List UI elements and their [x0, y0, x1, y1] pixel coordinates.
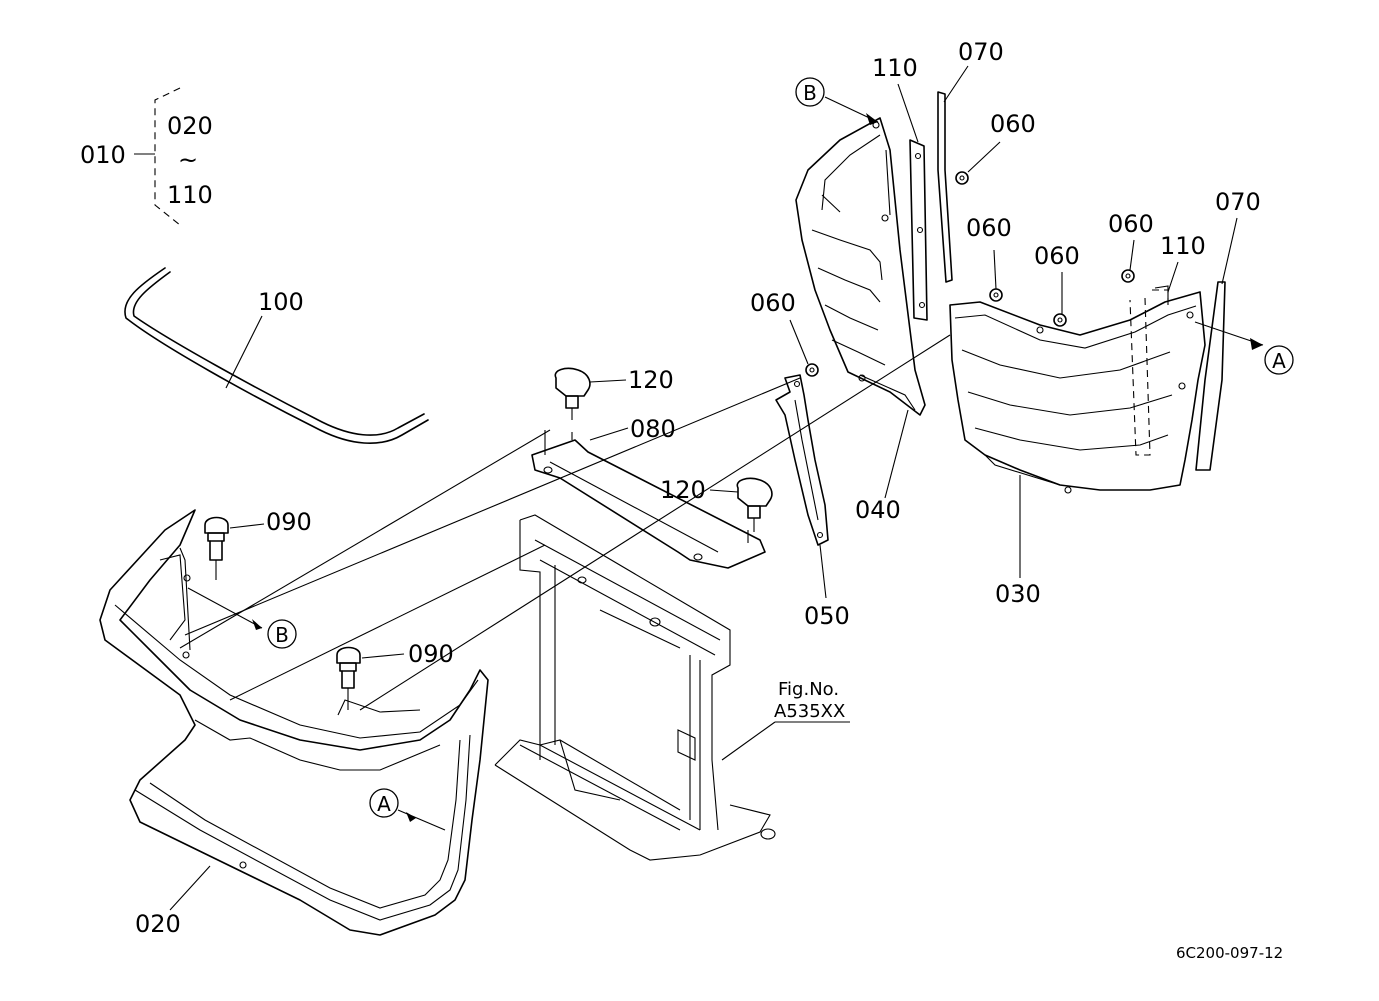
- leader-120a: [589, 379, 627, 383]
- label-020: 020: [135, 910, 181, 938]
- label-070a: 070: [958, 38, 1004, 66]
- part-070-trim-right: [1195, 281, 1226, 471]
- label-060a: 060: [990, 110, 1036, 138]
- part-060-clip-a: [955, 171, 969, 185]
- part-060-clip-e: [805, 363, 819, 377]
- ref-b-left: B: [275, 623, 289, 647]
- label-120a: 120: [628, 366, 674, 394]
- leader-060e: [789, 319, 809, 365]
- label-110a: 110: [872, 54, 918, 82]
- ref-circle-a-right: [1264, 345, 1294, 375]
- part-060-clip-d: [1121, 269, 1135, 283]
- leader-040: [884, 409, 909, 499]
- label-010: 010: [80, 141, 126, 169]
- label-group-first: 020: [167, 112, 213, 140]
- alignment-lines: [179, 334, 951, 711]
- label-group-last: 110: [167, 181, 213, 209]
- label-080: 080: [630, 415, 676, 443]
- leader-070b: [1221, 217, 1238, 285]
- ref-circle-a-left: [369, 788, 399, 818]
- label-fig-code: A535XX: [774, 701, 845, 722]
- part-090-rivet-b: [336, 646, 361, 710]
- leader-ref-a-left: [397, 809, 446, 831]
- label-060e: 060: [750, 289, 796, 317]
- ref-circle-b-right: [795, 77, 825, 107]
- leader-100: [225, 315, 263, 389]
- label-060c: 060: [1034, 242, 1080, 270]
- leader-050: [819, 544, 827, 599]
- label-070b: 070: [1215, 188, 1261, 216]
- label-100: 100: [258, 288, 304, 316]
- leader-090b: [361, 653, 405, 659]
- label-090b: 090: [408, 640, 454, 668]
- leader-060d: [1129, 239, 1135, 271]
- part-040-side-panel-left: [795, 117, 926, 416]
- leader-060a: [967, 141, 1001, 173]
- label-040: 040: [855, 496, 901, 524]
- label-fig-no: Fig.No.: [778, 679, 839, 700]
- leader-110b: [1167, 261, 1179, 293]
- leader-ref-b-left: [187, 587, 263, 629]
- part-070-trim-left: [937, 91, 953, 283]
- ref-circle-b-left: [267, 619, 297, 649]
- part-100-trim-strip: [124, 267, 429, 444]
- part-060-clip-b: [989, 288, 1003, 302]
- part-110-seal-left: [909, 139, 928, 321]
- part-120-knob-b: [736, 477, 773, 532]
- part-080-bracket-bar: [531, 430, 766, 569]
- leader-070a: [943, 65, 969, 103]
- leader-060b: [993, 249, 997, 290]
- support-frame: [494, 514, 776, 861]
- part-090-rivet-a: [204, 516, 229, 580]
- label-050: 050: [804, 602, 850, 630]
- leader-020: [169, 865, 211, 911]
- ref-a-right: A: [1272, 349, 1286, 373]
- label-110b: 110: [1160, 232, 1206, 260]
- part-060-clip-c: [1053, 313, 1067, 327]
- leader-080: [589, 427, 629, 441]
- ref-a-left: A: [377, 792, 391, 816]
- label-060d: 060: [1108, 210, 1154, 238]
- part-050-stay: [775, 374, 829, 546]
- part-120-knob-a: [554, 367, 591, 420]
- leader-090a: [229, 523, 265, 529]
- leader-frame: [721, 721, 776, 761]
- leader-110a: [897, 83, 919, 143]
- label-030: 030: [995, 580, 1041, 608]
- drawing-code: 6C200-097-12: [1176, 944, 1283, 962]
- leader-120b: [709, 489, 739, 493]
- part-030-side-panel-right: [949, 291, 1206, 494]
- label-090a: 090: [266, 508, 312, 536]
- ref-b-right: B: [803, 81, 817, 105]
- group-bracket: [134, 87, 181, 226]
- part-110-seal-right: [1152, 285, 1169, 305]
- label-060b: 060: [966, 214, 1012, 242]
- label-group-range: ~: [178, 146, 198, 174]
- part-020-front-bonnet: [99, 509, 489, 936]
- label-120b: 120: [660, 476, 706, 504]
